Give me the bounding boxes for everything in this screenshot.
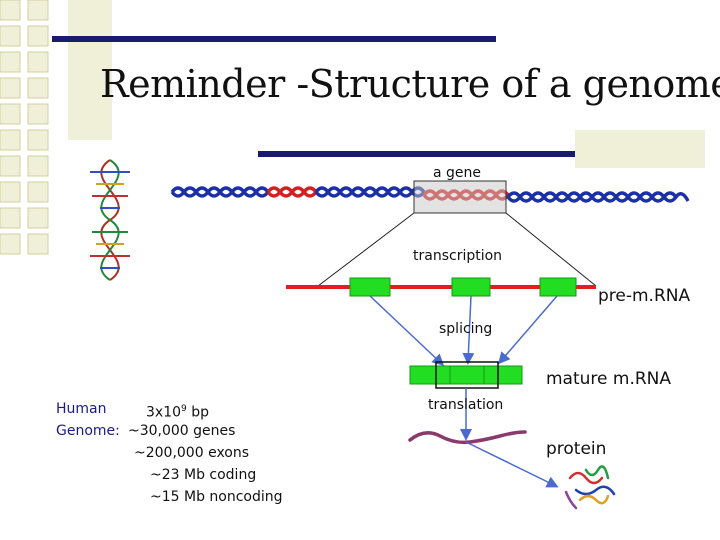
title-bottom-bar (258, 151, 702, 157)
protein-label: protein (546, 439, 607, 459)
title-right-square (575, 130, 705, 168)
decorative-square-column (0, 0, 49, 255)
dna-helix-image (90, 159, 130, 281)
splicing-label: splicing (439, 321, 493, 337)
mature-mrna-frame (435, 361, 499, 389)
gene-label: a gene (433, 165, 482, 181)
mature-mrna (409, 365, 523, 385)
pre-mrna-label: pre-m.RNA (598, 286, 691, 306)
folding-arrow (465, 441, 559, 488)
transcription-cone-right (505, 212, 597, 287)
polypeptide-chain (408, 430, 527, 445)
pre-mrna-exon-1 (349, 277, 391, 297)
translation-label: translation (428, 397, 504, 413)
folded-protein-image (564, 465, 616, 510)
transcription-cone-left (317, 212, 415, 287)
gene-highlight-box (413, 180, 507, 214)
title-top-bar (52, 36, 496, 42)
splicing-arrow-left (369, 295, 445, 367)
transcription-label: transcription (413, 248, 503, 264)
slide-title: Reminder -Structure of a genome (100, 62, 720, 106)
pre-mrna-exon-3 (539, 277, 577, 297)
mature-mrna-label: mature m.RNA (546, 369, 672, 389)
splicing-arrow-middle (462, 295, 475, 365)
title-accent-square (68, 0, 112, 140)
splicing-arrow-right (498, 295, 558, 365)
pre-mrna-exon-2 (451, 277, 491, 297)
